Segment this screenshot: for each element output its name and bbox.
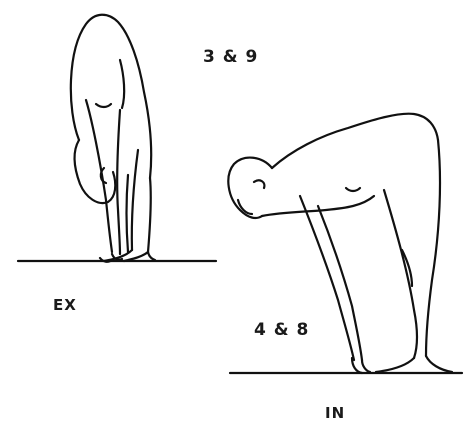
figure1-foot bbox=[104, 250, 148, 261]
figure2-leg-front bbox=[384, 190, 417, 358]
figure1-arm-inner bbox=[117, 110, 120, 254]
figure1-head bbox=[75, 140, 116, 203]
figure1-leg-front bbox=[132, 150, 138, 250]
breath-label-ex: EX bbox=[53, 296, 77, 314]
figure2-foot-back bbox=[426, 356, 452, 372]
figure2-head bbox=[228, 158, 272, 218]
figure1-navel bbox=[96, 104, 111, 107]
figure2-face bbox=[238, 200, 252, 214]
figure-forward-bend bbox=[18, 15, 216, 262]
figure2-leg-back bbox=[426, 140, 440, 356]
figure1-leg-inner bbox=[127, 175, 129, 252]
figure2-back bbox=[272, 114, 438, 168]
figure1-belly bbox=[120, 60, 124, 108]
figure1-leg-back bbox=[148, 178, 155, 260]
breath-label-in: IN bbox=[325, 404, 345, 422]
step-label-4-8: 4 & 8 bbox=[254, 320, 309, 340]
step-label-3-9: 3 & 9 bbox=[203, 47, 258, 67]
figure2-ear bbox=[254, 180, 264, 188]
figure2-arm-inner bbox=[318, 206, 362, 360]
figure2-foot-front bbox=[376, 358, 414, 372]
figure1-arm bbox=[86, 100, 112, 252]
figure2-navel bbox=[346, 188, 360, 191]
figure2-knee bbox=[402, 250, 412, 286]
figure1-back bbox=[71, 15, 151, 178]
